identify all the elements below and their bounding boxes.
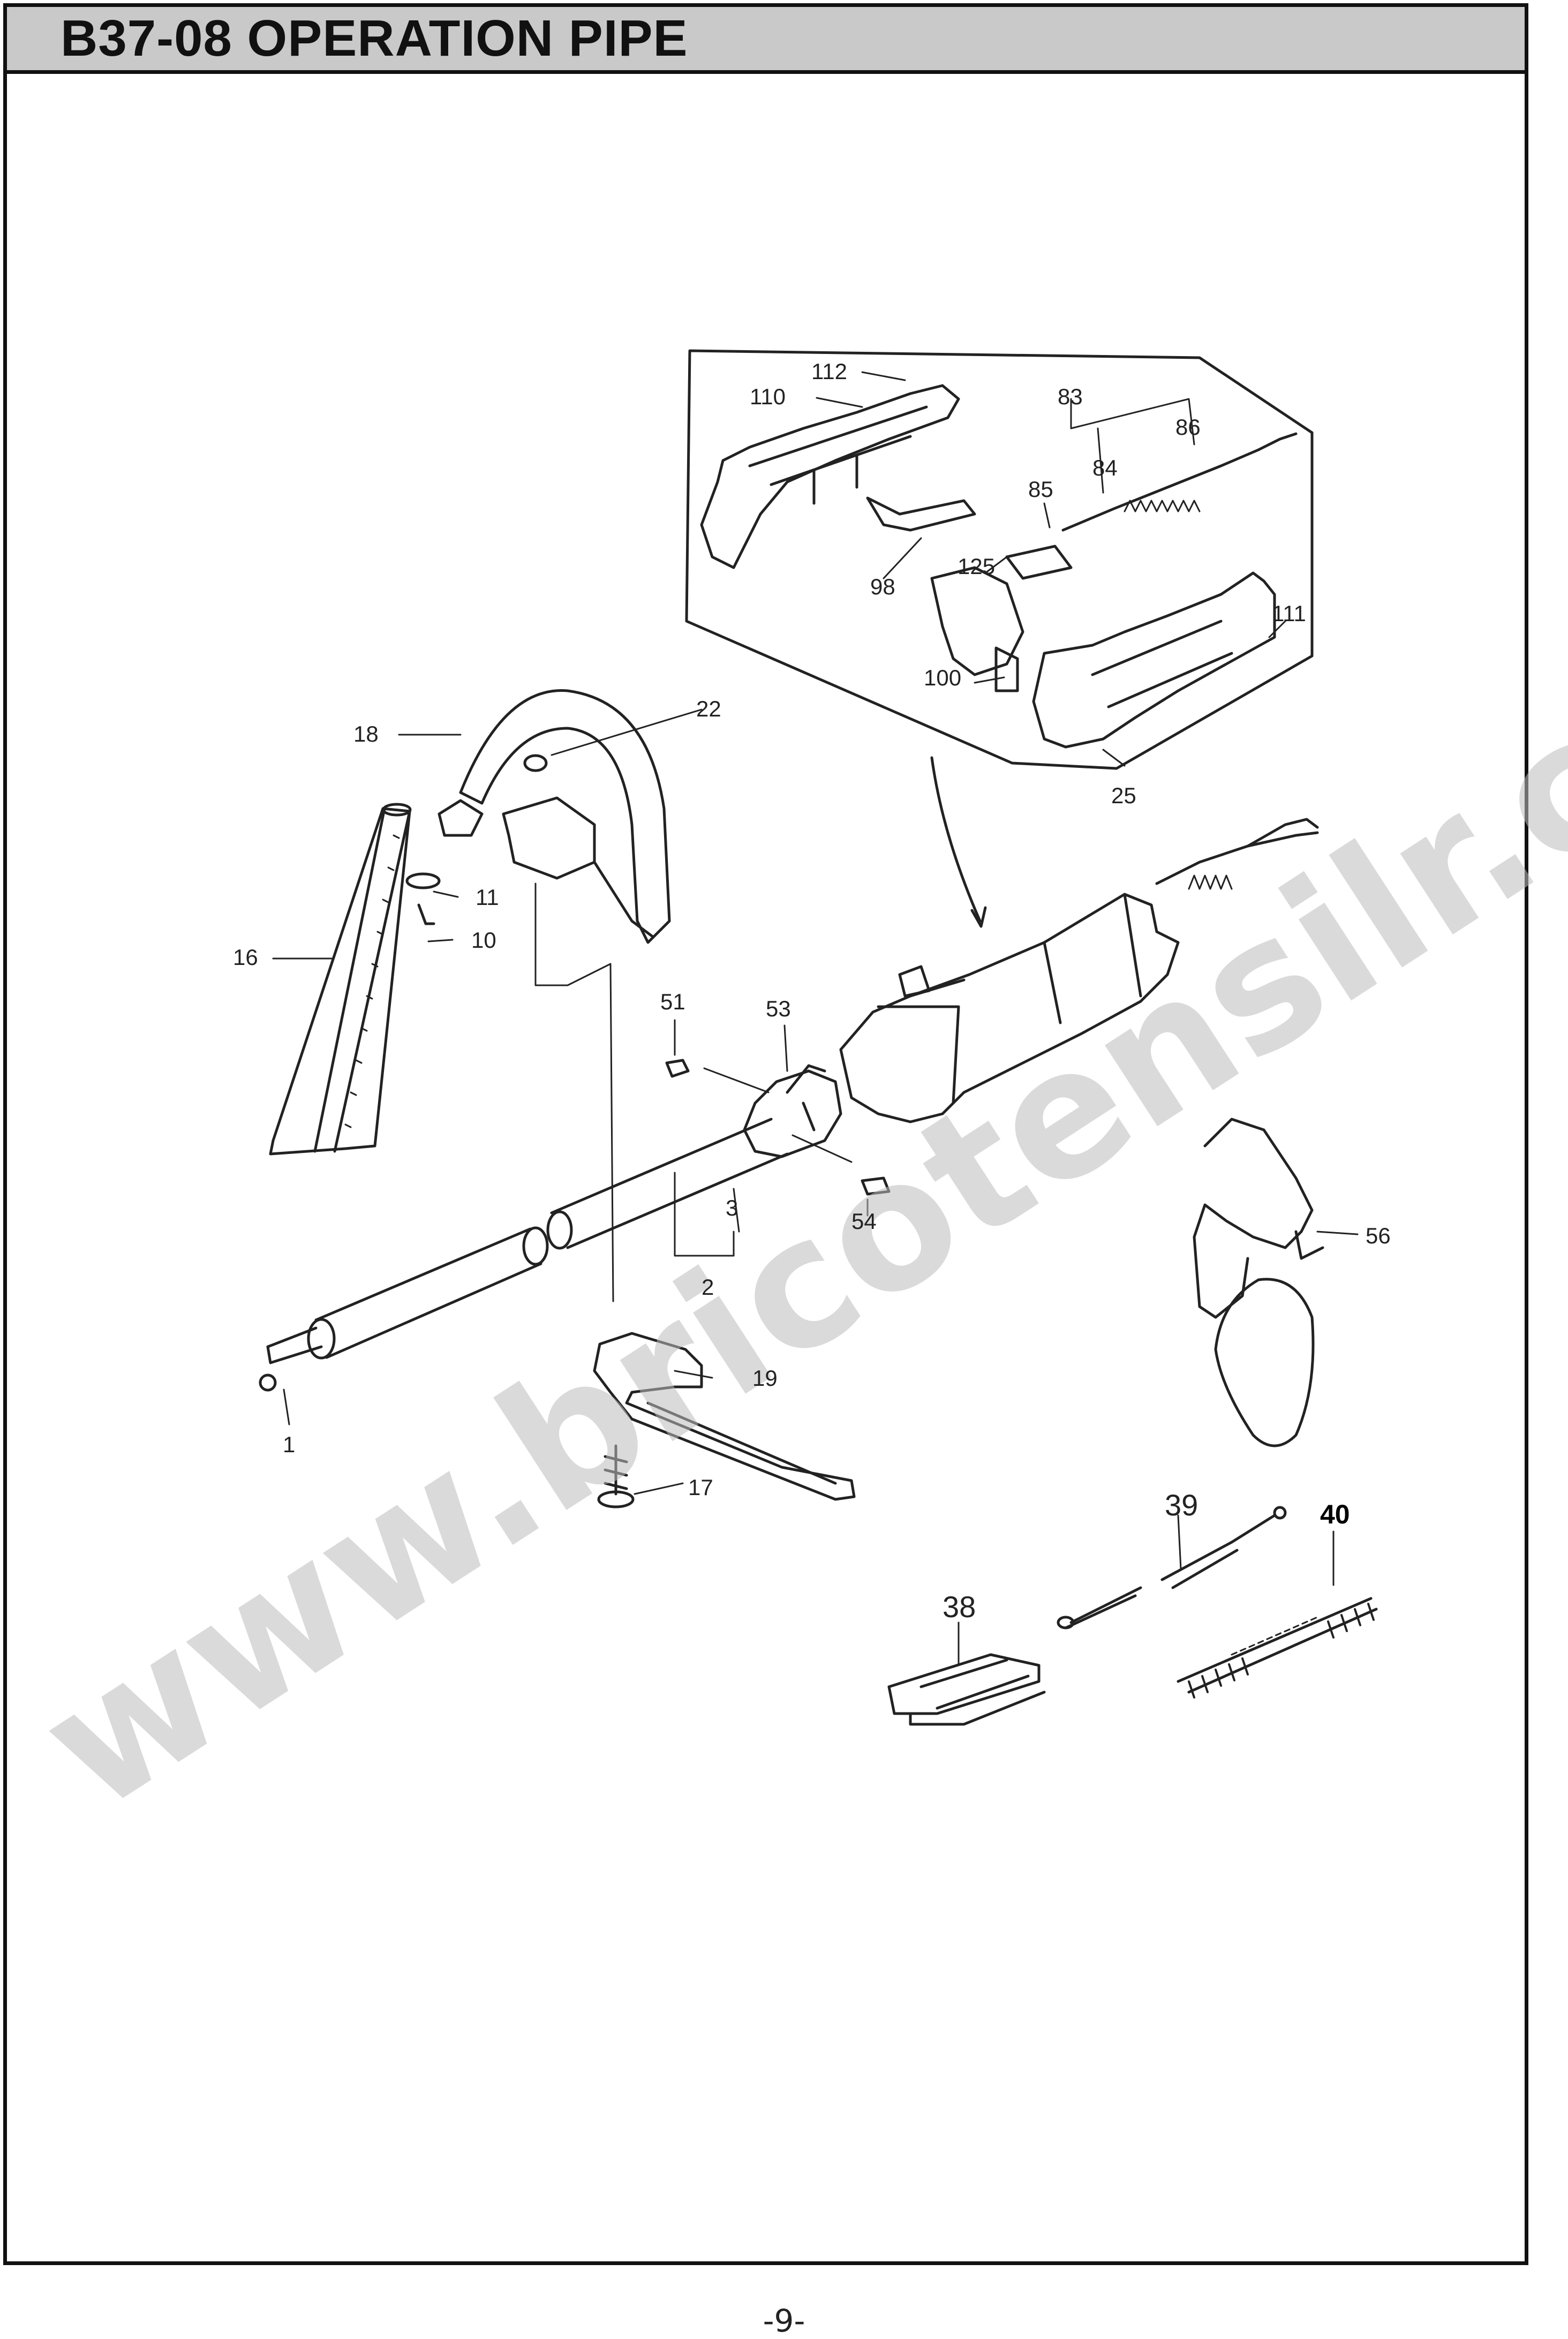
cable-clip xyxy=(887,1653,1041,1715)
shoulder-strap xyxy=(1193,1118,1314,1319)
part-label-2: 2 xyxy=(702,1274,714,1300)
part-label-56: 56 xyxy=(1366,1223,1391,1248)
shaft-lever xyxy=(593,1332,856,1501)
part-labels: 112 110 83 86 84 85 125 98 111 100 25 22… xyxy=(233,359,1391,1624)
handle-housing-left xyxy=(700,384,960,569)
page-frame: B37-08 OPERATION PIPE xyxy=(3,3,1528,2265)
watermark: www.bricotensilr.com xyxy=(7,511,1568,1850)
part-label-3: 3 xyxy=(726,1195,738,1220)
part-label-112: 112 xyxy=(811,359,847,384)
throttle-handle xyxy=(839,893,1180,1123)
page-number: -9- xyxy=(763,2303,805,2339)
title-bar: B37-08 OPERATION PIPE xyxy=(7,7,1525,74)
part-label-110: 110 xyxy=(750,384,786,409)
page-title: B37-08 OPERATION PIPE xyxy=(61,10,688,67)
part-label-1: 1 xyxy=(283,1432,295,1457)
part-label-100: 100 xyxy=(924,665,961,690)
part-label-18: 18 xyxy=(353,721,379,746)
part-label-40: 40 xyxy=(1320,1499,1350,1529)
loop-handle xyxy=(459,689,671,944)
part-label-38: 38 xyxy=(943,1590,976,1624)
part-label-22: 22 xyxy=(696,696,721,721)
part-label-19: 19 xyxy=(752,1365,778,1391)
operation-pipe xyxy=(550,1118,789,1249)
part-label-111: 111 xyxy=(1272,601,1306,626)
part-label-17: 17 xyxy=(688,1475,713,1500)
part-label-16: 16 xyxy=(233,945,258,970)
part-label-84: 84 xyxy=(1092,455,1118,480)
part-label-86: 86 xyxy=(1175,414,1201,440)
part-label-53: 53 xyxy=(766,996,791,1021)
handle-housing-right xyxy=(1032,571,1276,749)
part-label-11: 11 xyxy=(476,885,499,910)
part-label-125: 125 xyxy=(958,554,995,579)
clamp xyxy=(743,1069,842,1158)
part-label-83: 83 xyxy=(1058,384,1083,409)
part-label-51: 51 xyxy=(660,989,685,1014)
grip-sleeve xyxy=(269,807,411,1156)
part-label-39: 39 xyxy=(1165,1488,1198,1522)
part-label-54: 54 xyxy=(851,1209,877,1234)
part-label-25: 25 xyxy=(1111,783,1136,808)
part-label-10: 10 xyxy=(471,927,496,953)
part-label-98: 98 xyxy=(870,574,895,599)
inset-outline xyxy=(685,349,1314,770)
wire-sleeve xyxy=(1177,1597,1378,1694)
part-label-85: 85 xyxy=(1028,477,1053,502)
